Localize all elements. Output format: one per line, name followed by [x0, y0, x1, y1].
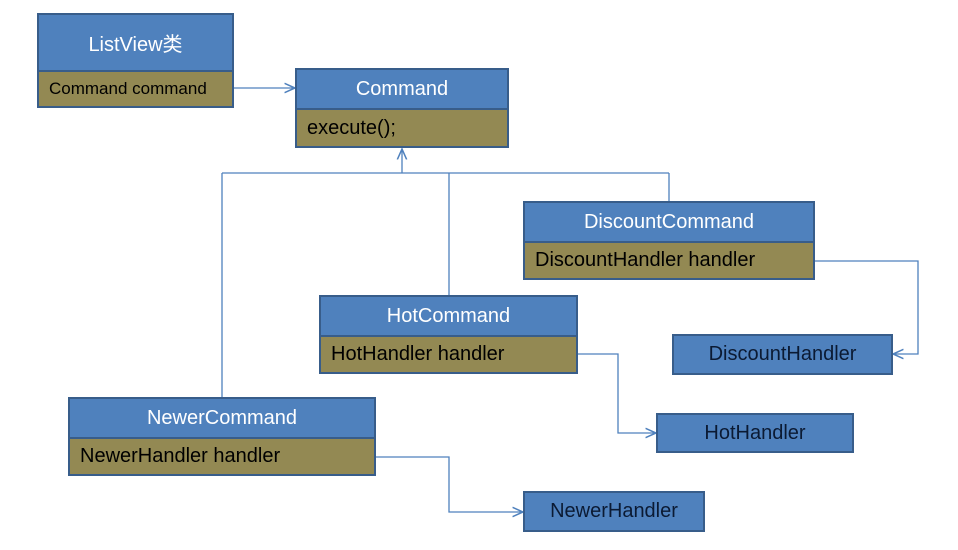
- command-class-box: Command execute();: [295, 68, 509, 148]
- listview-class-title: ListView类: [39, 15, 232, 70]
- newer-command-class-field: NewerHandler handler: [70, 437, 374, 474]
- newer-handler-arrow: [376, 456, 523, 512]
- discount-command-class-title: DiscountCommand: [525, 203, 813, 241]
- command-class-method: execute();: [297, 108, 507, 146]
- newer-command-class-box: NewerCommand NewerHandler handler: [68, 397, 376, 476]
- hot-command-class-field: HotHandler handler: [321, 335, 576, 372]
- discount-command-class-field: DiscountHandler handler: [525, 241, 813, 278]
- newer-handler-box: NewerHandler: [523, 491, 705, 532]
- discount-command-class-box: DiscountCommand DiscountHandler handler: [523, 201, 815, 280]
- listview-class-field: Command command: [39, 70, 232, 106]
- discount-handler-arrow: [815, 260, 919, 354]
- hot-command-class-box: HotCommand HotHandler handler: [319, 295, 578, 374]
- newer-command-class-title: NewerCommand: [70, 399, 374, 437]
- hot-handler-arrow: [578, 353, 656, 433]
- command-class-title: Command: [297, 70, 507, 108]
- hot-command-class-title: HotCommand: [321, 297, 576, 335]
- listview-class-box: ListView类 Command command: [37, 13, 234, 108]
- discount-handler-box: DiscountHandler: [672, 334, 893, 375]
- hot-handler-box: HotHandler: [656, 413, 854, 453]
